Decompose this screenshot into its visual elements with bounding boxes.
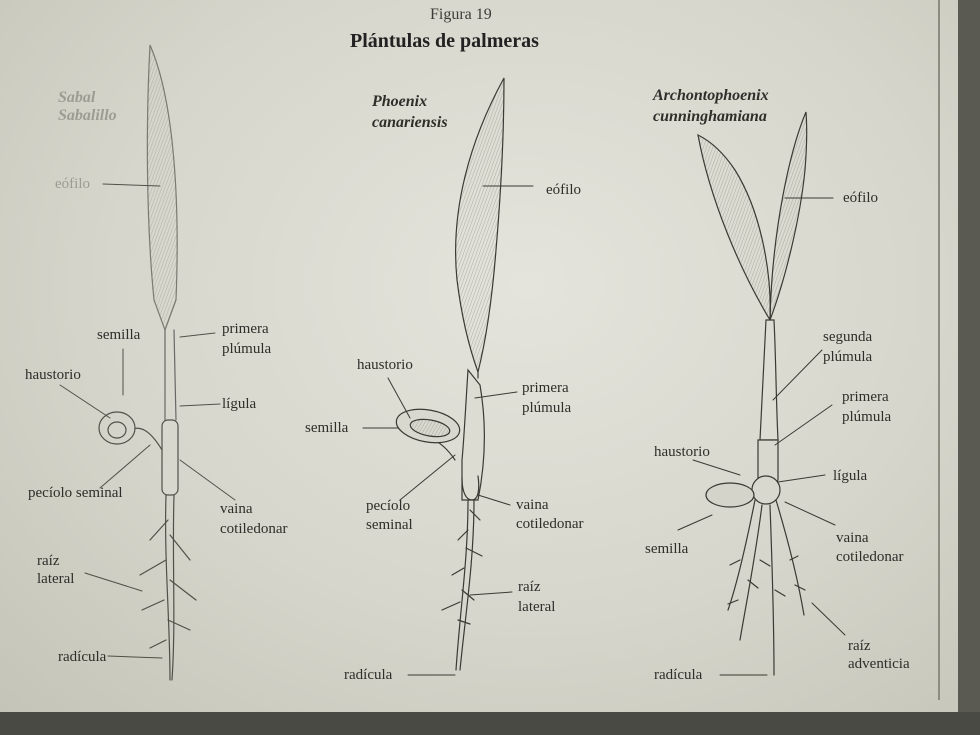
left-label-semilla: semilla	[97, 327, 141, 343]
left-label-cotiledonar: cotiledonar	[220, 521, 288, 537]
species-sabal-2: Sabalillo	[58, 107, 117, 124]
right-label-plumula-2: plúmula	[823, 349, 873, 365]
middle-label-peciolo: pecíolo	[366, 498, 411, 514]
right-label-radicula: radícula	[654, 667, 703, 683]
page-border-line	[938, 0, 940, 700]
species-phoenix-epithet: canariensis	[372, 114, 448, 131]
right-label-haustorio: haustorio	[654, 444, 710, 460]
middle-label-primera: primera	[522, 380, 569, 396]
figure-title: Plántulas de palmeras	[350, 30, 539, 52]
right-label-adventicia: adventicia	[848, 656, 910, 672]
species-sabal: Sabal	[58, 89, 96, 106]
species-archontophoenix-genus: Archontophoenix	[653, 87, 769, 104]
left-label-ligula: lígula	[222, 396, 257, 412]
right-label-plumula-1: plúmula	[842, 409, 892, 425]
middle-label-seminal: seminal	[366, 517, 413, 533]
middle-label-raiz: raíz	[518, 579, 541, 595]
middle-label-lateral: lateral	[518, 599, 556, 615]
left-label-plumula: plúmula	[222, 341, 272, 357]
middle-label-plumula: plúmula	[522, 400, 572, 416]
left-label-peciolo-seminal: pecíolo seminal	[28, 485, 123, 501]
left-label-haustorio: haustorio	[25, 367, 81, 383]
left-label-radicula: radícula	[58, 649, 107, 665]
right-seedling	[677, 111, 846, 676]
page-edge	[958, 0, 980, 712]
right-label-segunda: segunda	[823, 329, 873, 345]
middle-seedling	[362, 77, 534, 676]
left-label-primera: primera	[222, 321, 269, 337]
right-label-raiz: raíz	[848, 638, 871, 654]
left-label-lateral: lateral	[37, 571, 75, 587]
species-archontophoenix-epithet: cunninghamiana	[653, 108, 767, 125]
left-seedling	[59, 44, 236, 681]
right-label-eofilo: eófilo	[843, 190, 878, 206]
left-label-eofilo: eófilo	[55, 176, 90, 192]
left-label-vaina: vaina	[220, 501, 253, 517]
middle-label-radicula: radícula	[344, 667, 393, 683]
right-label-cotiledonar: cotiledonar	[836, 549, 904, 565]
middle-label-haustorio: haustorio	[357, 357, 413, 373]
middle-label-semilla: semilla	[305, 420, 349, 436]
middle-label-eofilo: eófilo	[546, 182, 581, 198]
middle-label-cotiledonar: cotiledonar	[516, 516, 584, 532]
figure-number: Figura 19	[430, 6, 492, 23]
right-label-vaina: vaina	[836, 530, 869, 546]
right-label-primera: primera	[842, 389, 889, 405]
right-label-semilla: semilla	[645, 541, 689, 557]
left-label-raiz: raíz	[37, 553, 60, 569]
page-shadow	[0, 712, 980, 735]
middle-label-vaina: vaina	[516, 497, 549, 513]
species-phoenix-genus: Phoenix	[372, 93, 428, 110]
right-label-ligula: lígula	[833, 468, 868, 484]
